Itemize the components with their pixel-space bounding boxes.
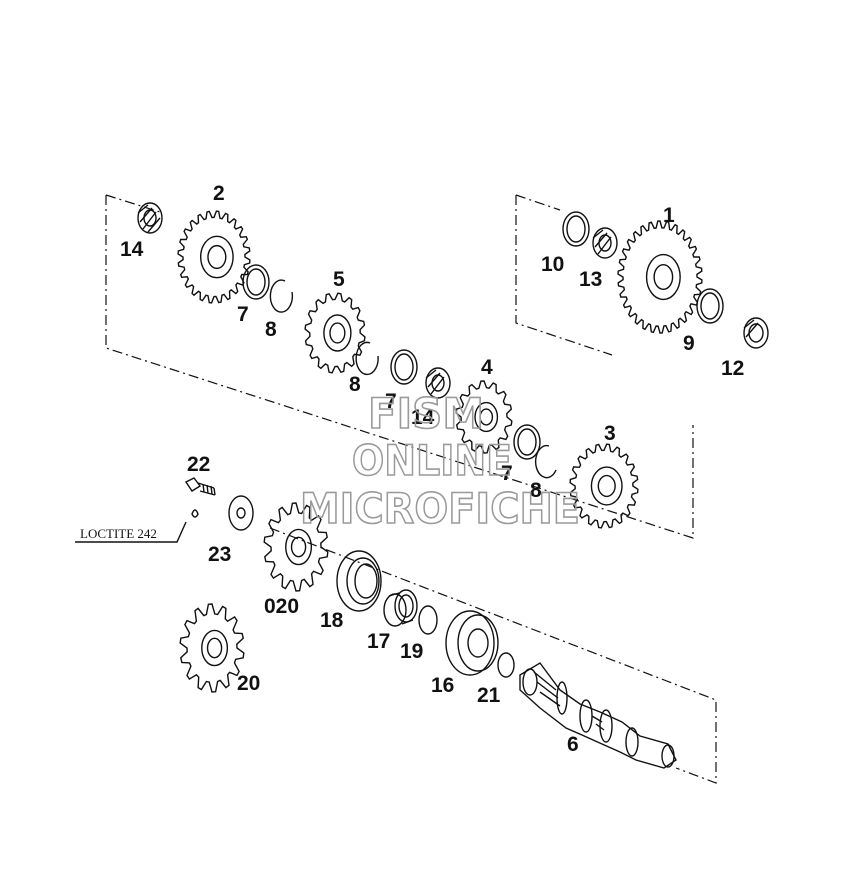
washer-part-23 <box>228 495 254 531</box>
gear-part-4 <box>455 380 513 454</box>
circlip-part-8-upper <box>269 279 294 313</box>
part-number-16: 16 <box>431 674 454 697</box>
part-number-23: 23 <box>208 543 231 566</box>
watermark-line-3: MICROFICHE <box>300 484 580 533</box>
part-number-7-lower: 7 <box>501 462 513 485</box>
ball-bearing-part-16 <box>445 610 499 676</box>
gear-part-3 <box>569 443 639 529</box>
part-number-2: 2 <box>213 182 225 205</box>
gear-part-1 <box>617 220 703 334</box>
part-number-14-upper: 14 <box>120 238 144 261</box>
part-number-8-lower: 8 <box>530 479 542 502</box>
part-number-4: 4 <box>481 356 493 379</box>
part-number-12: 12 <box>721 357 744 380</box>
shaft-part-6 <box>519 662 677 769</box>
washer-part-7-upper <box>242 264 270 300</box>
part-number-labels: 1 2 3 4 5 6 7 7 7 8 8 8 9 10 12 13 14 14… <box>120 182 744 756</box>
sprocket-part-20 <box>179 603 245 693</box>
washer-part-7-lower <box>513 424 541 460</box>
part-number-3: 3 <box>604 422 616 445</box>
needle-bearing-part-14-middle <box>425 367 451 399</box>
washer-part-10 <box>562 211 590 247</box>
part-number-8-middle: 8 <box>349 373 361 396</box>
circlip-part-8-middle <box>355 341 379 376</box>
needle-bearing-part-13 <box>592 227 618 259</box>
part-number-8-upper: 8 <box>265 318 277 341</box>
part-number-7-upper: 7 <box>237 303 249 326</box>
part-number-6: 6 <box>567 733 579 756</box>
part-number-19: 19 <box>400 640 423 663</box>
part-number-5: 5 <box>333 268 345 291</box>
loctite-note-text: LOCTITE 242 <box>80 526 157 541</box>
o-ring-part-19 <box>418 605 438 635</box>
gear-part-2 <box>177 210 251 304</box>
watermark-line-1: FISM <box>368 389 484 438</box>
watermark: FISM ONLINE MICROFICHE <box>299 388 581 534</box>
part-number-020: 020 <box>264 595 299 618</box>
sprocket-part-020 <box>263 502 329 592</box>
bolt-part-22 <box>184 477 216 518</box>
part-number-17: 17 <box>367 630 390 653</box>
part-number-13: 13 <box>579 268 602 291</box>
washer-part-7-middle <box>390 349 418 385</box>
loctite-note: LOCTITE 242 <box>75 521 187 543</box>
watermark-line-2: ONLINE <box>352 436 512 485</box>
part-number-18: 18 <box>320 609 344 632</box>
o-ring-part-21 <box>497 652 515 678</box>
spacer-part-17 <box>383 589 418 627</box>
seal-part-18 <box>336 550 382 612</box>
circlip-part-8-lower <box>534 444 557 479</box>
part-number-7-middle: 7 <box>385 390 397 413</box>
part-number-10: 10 <box>541 253 564 276</box>
needle-bearing-part-12 <box>743 317 769 349</box>
part-number-20: 20 <box>237 672 260 695</box>
part-number-21: 21 <box>477 684 501 707</box>
part-number-1: 1 <box>663 204 675 227</box>
part-number-22: 22 <box>187 453 210 476</box>
part-number-9: 9 <box>683 332 695 355</box>
part-number-14-middle: 14 <box>411 406 435 429</box>
gear-part-5 <box>304 292 366 374</box>
needle-bearing-part-14-upper <box>137 202 163 234</box>
washer-part-9 <box>696 288 724 324</box>
assembly-outline-main <box>105 194 717 784</box>
